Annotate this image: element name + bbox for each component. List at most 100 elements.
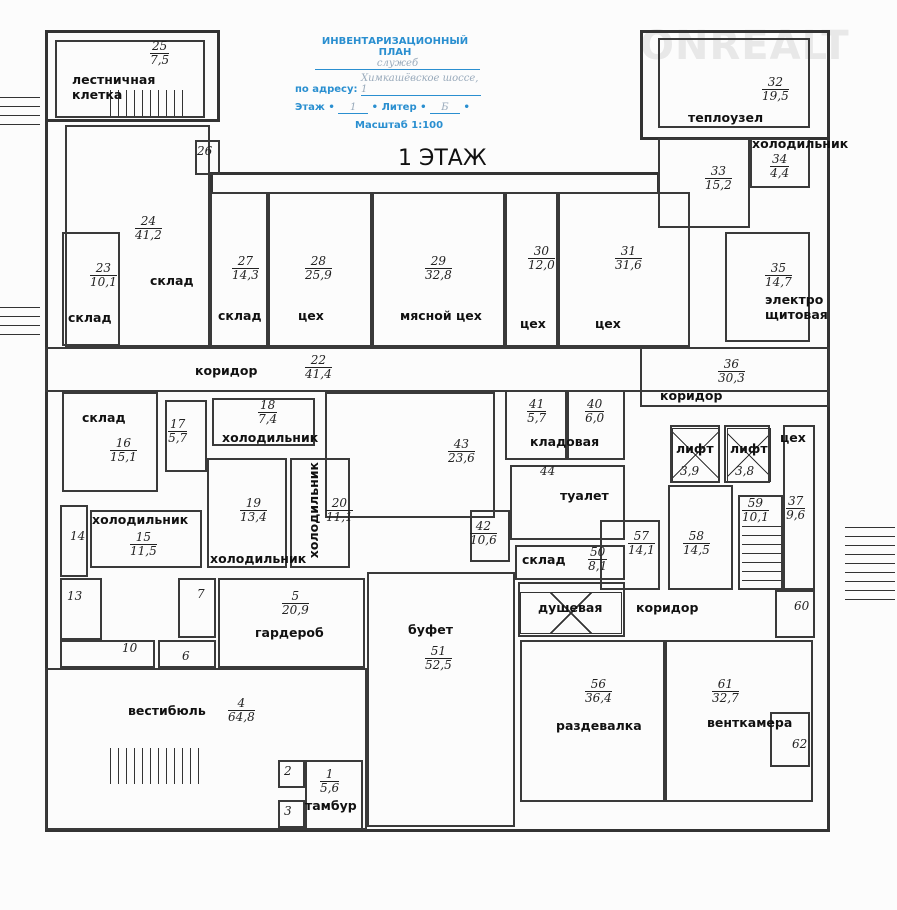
room-number: 32: [762, 76, 789, 90]
room-number: 26: [197, 144, 213, 158]
room-number: 50: [588, 545, 608, 560]
room-14: [60, 505, 88, 577]
room-area: 14,1: [628, 543, 655, 557]
room-17: [165, 400, 207, 472]
room-2: [278, 760, 305, 788]
room-number: 40: [585, 397, 605, 412]
room-area: 3,9: [680, 464, 700, 478]
room-number: 35: [765, 262, 792, 276]
room-59: [738, 495, 783, 590]
exterior-steps-nw: [0, 90, 40, 125]
room-29: [372, 192, 505, 347]
room-name: электро щитовая: [765, 292, 828, 322]
liter-value: Б: [429, 102, 460, 114]
room-area: 13,4: [240, 510, 267, 524]
room-name: холодильник: [752, 136, 849, 151]
wall-outer: [45, 120, 830, 832]
room-number: 34: [770, 152, 790, 167]
lift-shaft-2: [727, 428, 771, 482]
room-area: 64,8: [228, 710, 255, 724]
room-35: [518, 582, 625, 637]
room-name: лифт: [676, 441, 714, 456]
room-area: 23,6: [448, 451, 475, 465]
room-number-area: 13: [65, 590, 84, 603]
room-number: 59: [742, 497, 769, 511]
room-number: 20: [326, 497, 353, 511]
room-name: цех: [298, 308, 324, 323]
room-43: [325, 392, 495, 518]
staircase-top: [110, 90, 190, 118]
room-number: 37: [786, 494, 806, 509]
stamp-title-line1: ИНВЕНТАРИЗАЦИОННЫЙ: [321, 36, 469, 47]
room-name: коридор: [660, 388, 723, 403]
room-number: 14: [70, 529, 86, 543]
room-area: 19,5: [762, 89, 789, 103]
exterior-steps-e: [845, 520, 895, 600]
room-area: 10,6: [470, 533, 497, 547]
room-13: [60, 578, 102, 640]
room-number: 17: [168, 417, 188, 432]
room-name: туалет: [560, 488, 609, 503]
room-name: цех: [780, 430, 806, 445]
room-name: душевая: [538, 600, 603, 615]
room-number-area: 44: [538, 465, 557, 478]
room-number: 31: [615, 245, 642, 259]
room-number: 62: [792, 737, 808, 751]
room-number: 3: [284, 804, 292, 818]
room-10: [60, 640, 155, 668]
room-37: [783, 425, 815, 590]
room-area: 36,4: [585, 691, 612, 705]
room-61: [665, 640, 813, 802]
room-number: 1: [320, 768, 340, 782]
room-name: склад: [82, 410, 126, 425]
room-number: 2: [284, 764, 292, 778]
room-name: холодильник: [210, 551, 307, 566]
room-area: 9,6: [786, 508, 806, 522]
room-18: [212, 398, 315, 446]
room-number: 10: [122, 641, 138, 655]
room-24: [65, 125, 210, 347]
room-area: 20,9: [282, 603, 309, 617]
room-6: [158, 640, 216, 668]
room-4: [45, 668, 367, 830]
room-41: [505, 390, 567, 460]
room-number: 27: [232, 255, 259, 269]
room-35: [725, 232, 810, 342]
scale: Масштаб 1:100: [355, 120, 444, 131]
room-number: 58: [683, 530, 710, 544]
room-name: холодильник: [222, 430, 319, 445]
room-name: мясной цех: [400, 308, 482, 323]
room-number: 13: [67, 589, 83, 603]
room-19: [207, 458, 287, 568]
room-area: 10,1: [742, 510, 769, 524]
room-name: склад: [522, 552, 566, 567]
room-number: 24: [135, 215, 162, 229]
room-name: склад: [150, 273, 194, 288]
room-number-area: 26: [195, 145, 214, 158]
room-number: 6: [182, 649, 190, 663]
room-area: 14,3: [232, 268, 259, 282]
room-name: коридор: [636, 600, 699, 615]
room-area: 15,1: [110, 450, 137, 464]
room-number: 16: [110, 437, 137, 451]
room-44: [510, 465, 625, 540]
room-name: буфет: [408, 622, 454, 637]
room-25: [55, 40, 205, 118]
room-1: [305, 760, 363, 830]
room-number: 43: [448, 438, 475, 452]
staircase-59: [742, 520, 782, 590]
address-value: Химкашёвское шоссе, 1: [360, 73, 481, 96]
room-area: 5,6: [320, 781, 340, 795]
